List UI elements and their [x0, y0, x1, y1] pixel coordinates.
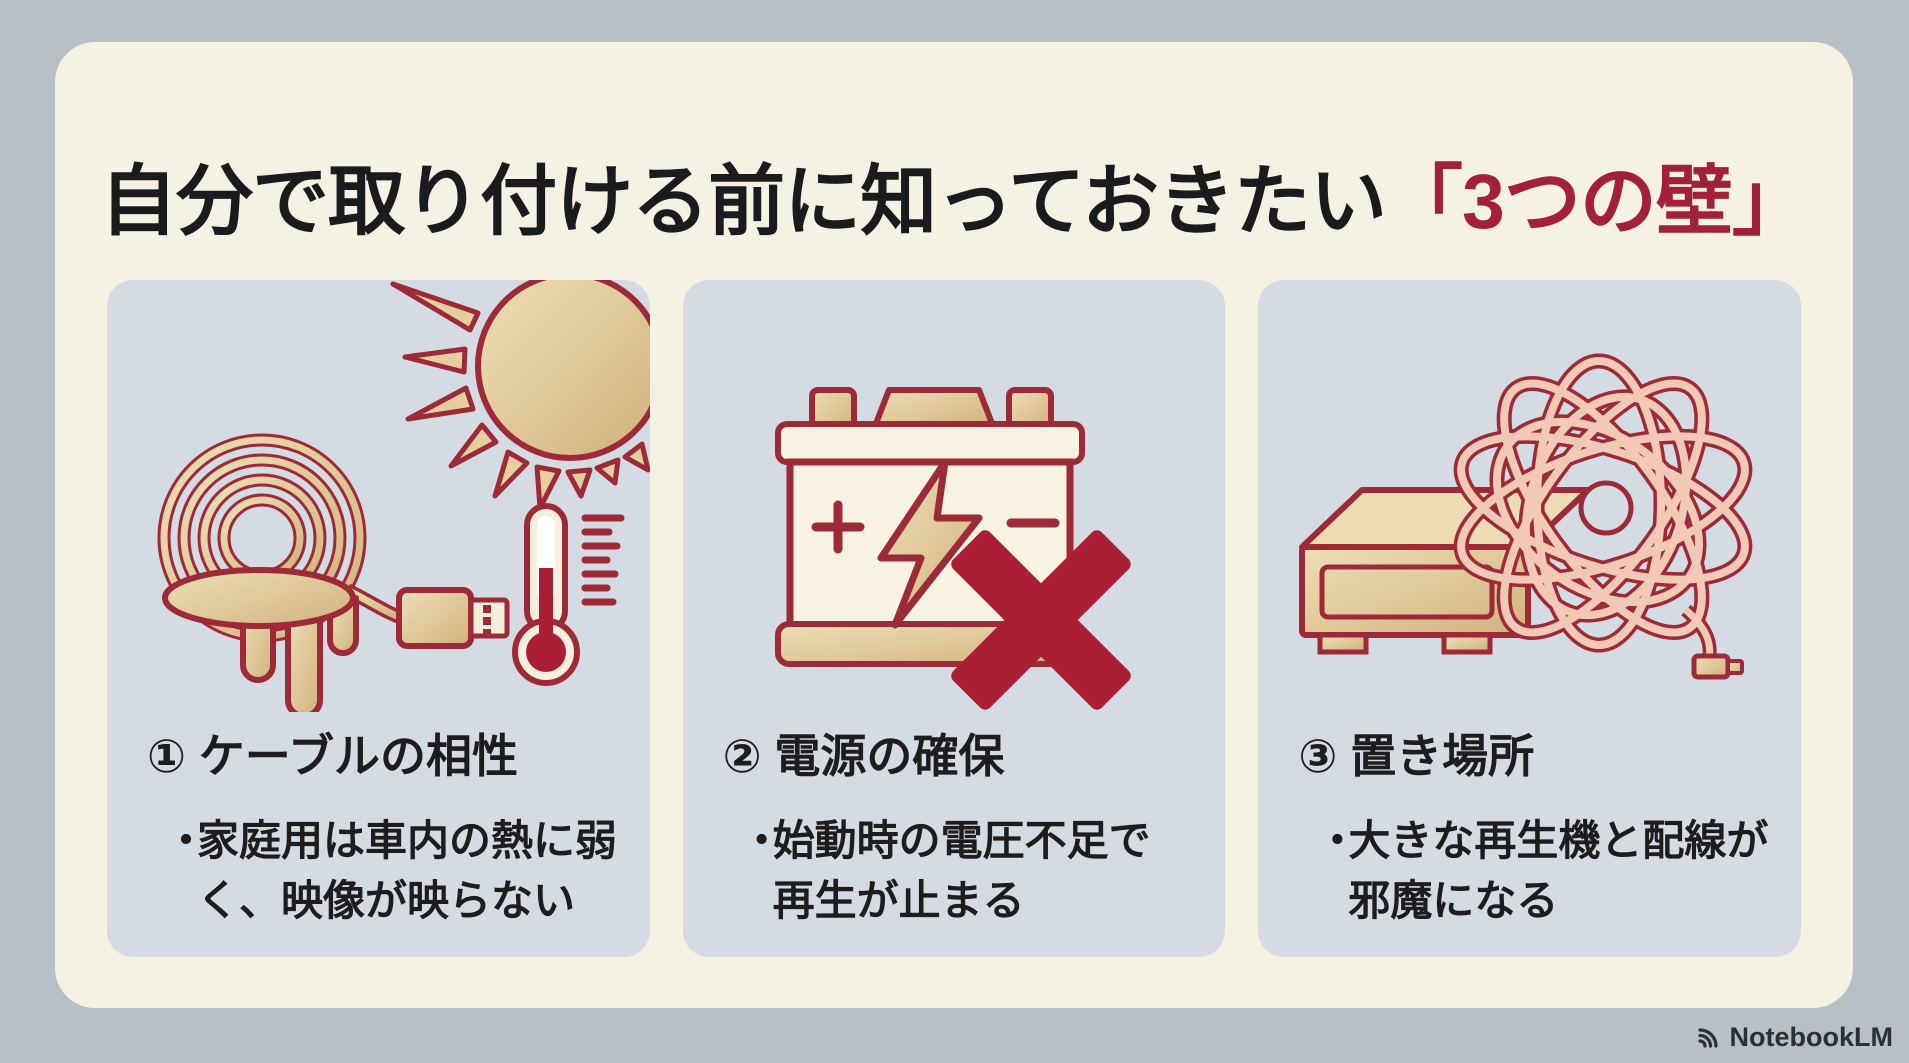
- card-heading: ② 電源の確保: [722, 730, 1005, 782]
- card-bullet-row: ・ 家庭用は車内の熱に弱 く、映像が映らない: [165, 811, 650, 931]
- player-box-tangled-cable-icon: [1299, 353, 1753, 680]
- melting-drips: [162, 567, 359, 712]
- card-bullet-row: ・ 大きな再生機と配線が 邪魔になる: [1316, 811, 1801, 931]
- card-heading: ③ 置き場所: [1298, 730, 1535, 782]
- tangled-cable-ball: [1453, 353, 1753, 680]
- thermometer-icon: [512, 503, 625, 686]
- cards-row: ① ケーブルの相性 ・ 家庭用は車内の熱に弱 く、映像が映らない: [107, 280, 1802, 957]
- sun-icon: [475, 280, 650, 461]
- sun-rays: [390, 281, 650, 511]
- page-title: 自分で取り付ける前に知っておきたい「3つの壁」: [55, 160, 1853, 245]
- notebooklm-logo-icon: [1697, 1028, 1718, 1048]
- brand-name: NotebookLM: [1729, 1022, 1893, 1052]
- cable-ball-hole: [1578, 480, 1634, 536]
- red-x-icon: [950, 530, 1131, 710]
- card-power-supply: ② 電源の確保 ・ 始動時の電圧不足で 再生が止まる: [682, 280, 1226, 957]
- bullet-marker: ・: [1316, 817, 1359, 864]
- cable-coil: [157, 433, 367, 643]
- melting-cable-sun-thermometer-icon: [157, 280, 650, 712]
- title-main: 自分で取り付ける前に知っておきたい: [100, 159, 1387, 245]
- usb-connector-icon: [396, 587, 510, 649]
- card-heading: ① ケーブルの相性: [147, 730, 518, 782]
- bullet-marker: ・: [740, 817, 783, 864]
- title-highlight: 「3つの壁」: [1386, 159, 1809, 245]
- cable-plug-icon: [1691, 653, 1745, 680]
- card-bullet-row: ・ 始動時の電圧不足で 再生が止まる: [741, 811, 1226, 931]
- card-body: 家庭用は車内の熱に弱 く、映像が映らない: [197, 817, 618, 924]
- card-body: 大きな再生機と配線が 邪魔になる: [1348, 817, 1769, 924]
- brand-footer: NotebookLM: [1694, 1022, 1893, 1053]
- battery-terminals-signs: [811, 500, 1060, 554]
- thermometer-scale: [581, 514, 625, 606]
- card-cable-compatibility: ① ケーブルの相性 ・ 家庭用は車内の熱に弱 く、映像が映らない: [107, 280, 650, 957]
- car-battery-cross-icon: [774, 387, 1131, 710]
- card-body: 始動時の電圧不足で 再生が止まる: [772, 817, 1151, 924]
- content-panel: 自分で取り付ける前に知っておきたい「3つの壁」: [55, 42, 1853, 1008]
- card-placement: ③ 置き場所 ・ 大きな再生機と配線が 邪魔になる: [1258, 280, 1802, 957]
- lightning-bolt-icon: [877, 458, 983, 629]
- bullet-marker: ・: [165, 817, 208, 864]
